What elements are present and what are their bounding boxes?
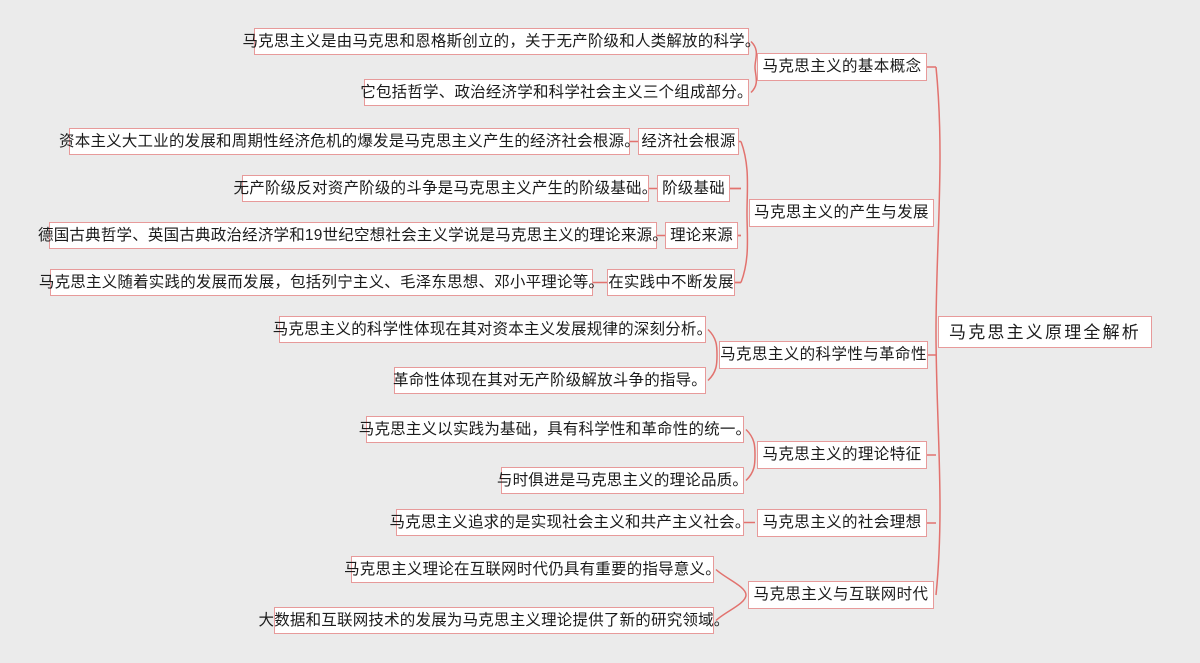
leaf-node-1-7[interactable]: 在实践中不断发展 <box>607 269 735 296</box>
branch-node-5[interactable]: 马克思主义与互联网时代 <box>748 581 934 609</box>
leaf-node-0-1[interactable]: 它包括哲学、政治经济学和科学社会主义三个组成部分。 <box>360 79 753 106</box>
branch-node-4[interactable]: 马克思主义的社会理想 <box>757 509 927 537</box>
leaf-node-1-4[interactable]: 德国古典哲学、英国古典政治经济学和19世纪空想社会主义学说是马克思主义的理论来源… <box>38 222 668 249</box>
leaf-node-3-1[interactable]: 与时俱进是马克思主义的理论品质。 <box>497 467 748 494</box>
leaf-node-0-0[interactable]: 马克思主义是由马克思和恩格斯创立的，关于无产阶级和人类解放的科学。 <box>242 28 760 55</box>
branch-node-2[interactable]: 马克思主义的科学性与革命性 <box>719 341 928 369</box>
branch-node-3[interactable]: 马克思主义的理论特征 <box>757 441 927 469</box>
leaf-node-1-2[interactable]: 无产阶级反对资产阶级的斗争是马克思主义产生的阶级基础。 <box>234 175 657 202</box>
root-node[interactable]: 马克思主义原理全解析 <box>938 316 1152 348</box>
leaf-node-2-0[interactable]: 马克思主义的科学性体现在其对资本主义发展规律的深刻分析。 <box>273 316 712 343</box>
leaf-node-4-0[interactable]: 马克思主义追求的是实现社会主义和共产主义社会。 <box>389 509 750 536</box>
leaf-node-1-5[interactable]: 理论来源 <box>665 222 738 249</box>
leaf-node-1-3[interactable]: 阶级基础 <box>657 175 730 202</box>
branch-node-1[interactable]: 马克思主义的产生与发展 <box>749 199 934 227</box>
leaf-node-3-0[interactable]: 马克思主义以实践为基础，具有科学性和革命性的统一。 <box>359 416 751 443</box>
leaf-node-1-0[interactable]: 资本主义大工业的发展和周期性经济危机的爆发是马克思主义产生的经济社会根源。 <box>59 128 640 155</box>
leaf-node-1-1[interactable]: 经济社会根源 <box>638 128 739 155</box>
leaf-node-5-0[interactable]: 马克思主义理论在互联网时代仍具有重要的指导意义。 <box>344 556 721 583</box>
leaf-node-1-6[interactable]: 马克思主义随着实践的发展而发展，包括列宁主义、毛泽东思想、邓小平理论等。 <box>39 269 604 296</box>
connector-bracket <box>740 141 749 283</box>
leaf-node-2-1[interactable]: 革命性体现在其对无产阶级解放斗争的指导。 <box>393 367 707 394</box>
branch-node-0[interactable]: 马克思主义的基本概念 <box>757 53 927 81</box>
leaf-node-5-1[interactable]: 大数据和互联网技术的发展为马克思主义理论提供了新的研究领域。 <box>259 607 729 634</box>
